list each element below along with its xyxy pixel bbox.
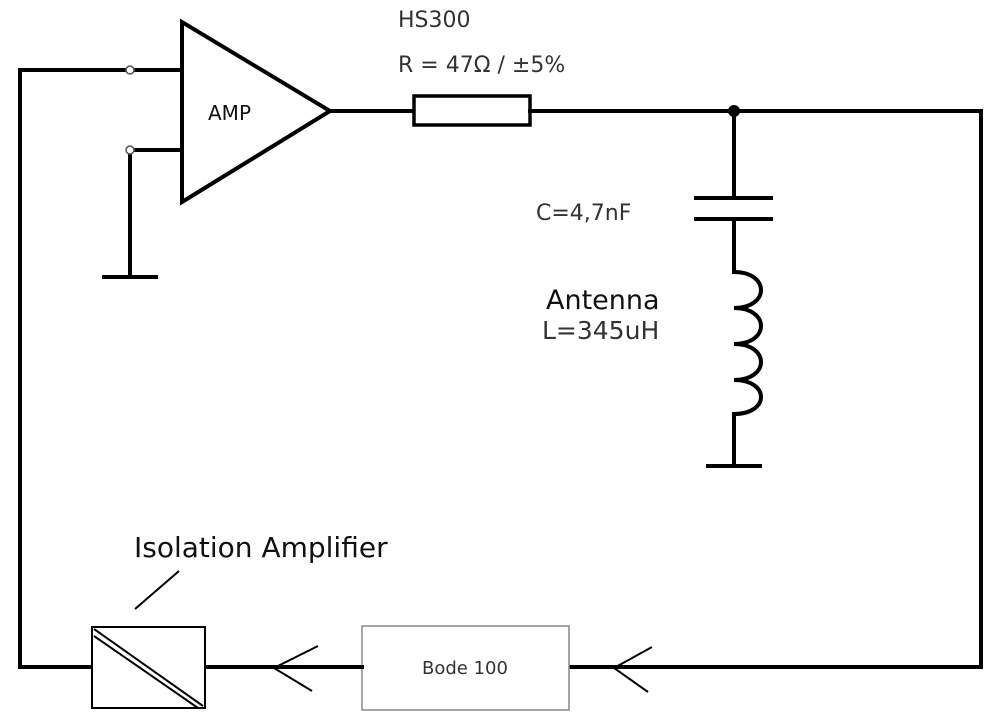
resistor-name-label: HS300 — [398, 8, 471, 33]
bode-100-box — [361, 625, 570, 711]
isolation-diagonal-2 — [93, 635, 199, 709]
isolation-amplifier-label: Isolation Amplifier — [134, 531, 388, 564]
arrow-left-segment — [271, 645, 319, 692]
resistor-value-label: R = 47Ω / ±5% — [398, 53, 565, 78]
antenna-label: Antenna — [546, 285, 660, 316]
bode-100-label: Bode 100 — [422, 658, 508, 679]
amplifier-label: AMP — [208, 101, 251, 125]
input-terminal-1 — [125, 65, 135, 75]
inductor-symbol — [731, 269, 763, 417]
input-terminal-2 — [125, 145, 135, 155]
wire-resistor-to-right — [528, 109, 983, 669]
amplifier-symbol — [180, 18, 334, 206]
inductor-value-label: L=345uH — [542, 316, 659, 345]
isolation-pointer-line — [134, 570, 180, 610]
resistor-symbol — [412, 94, 532, 127]
capacitor-value-label: C=4,7nF — [536, 201, 631, 226]
wire-feedback-left — [18, 68, 132, 669]
arrow-right-segment — [612, 646, 653, 693]
isolation-diagonal-1 — [93, 628, 204, 707]
